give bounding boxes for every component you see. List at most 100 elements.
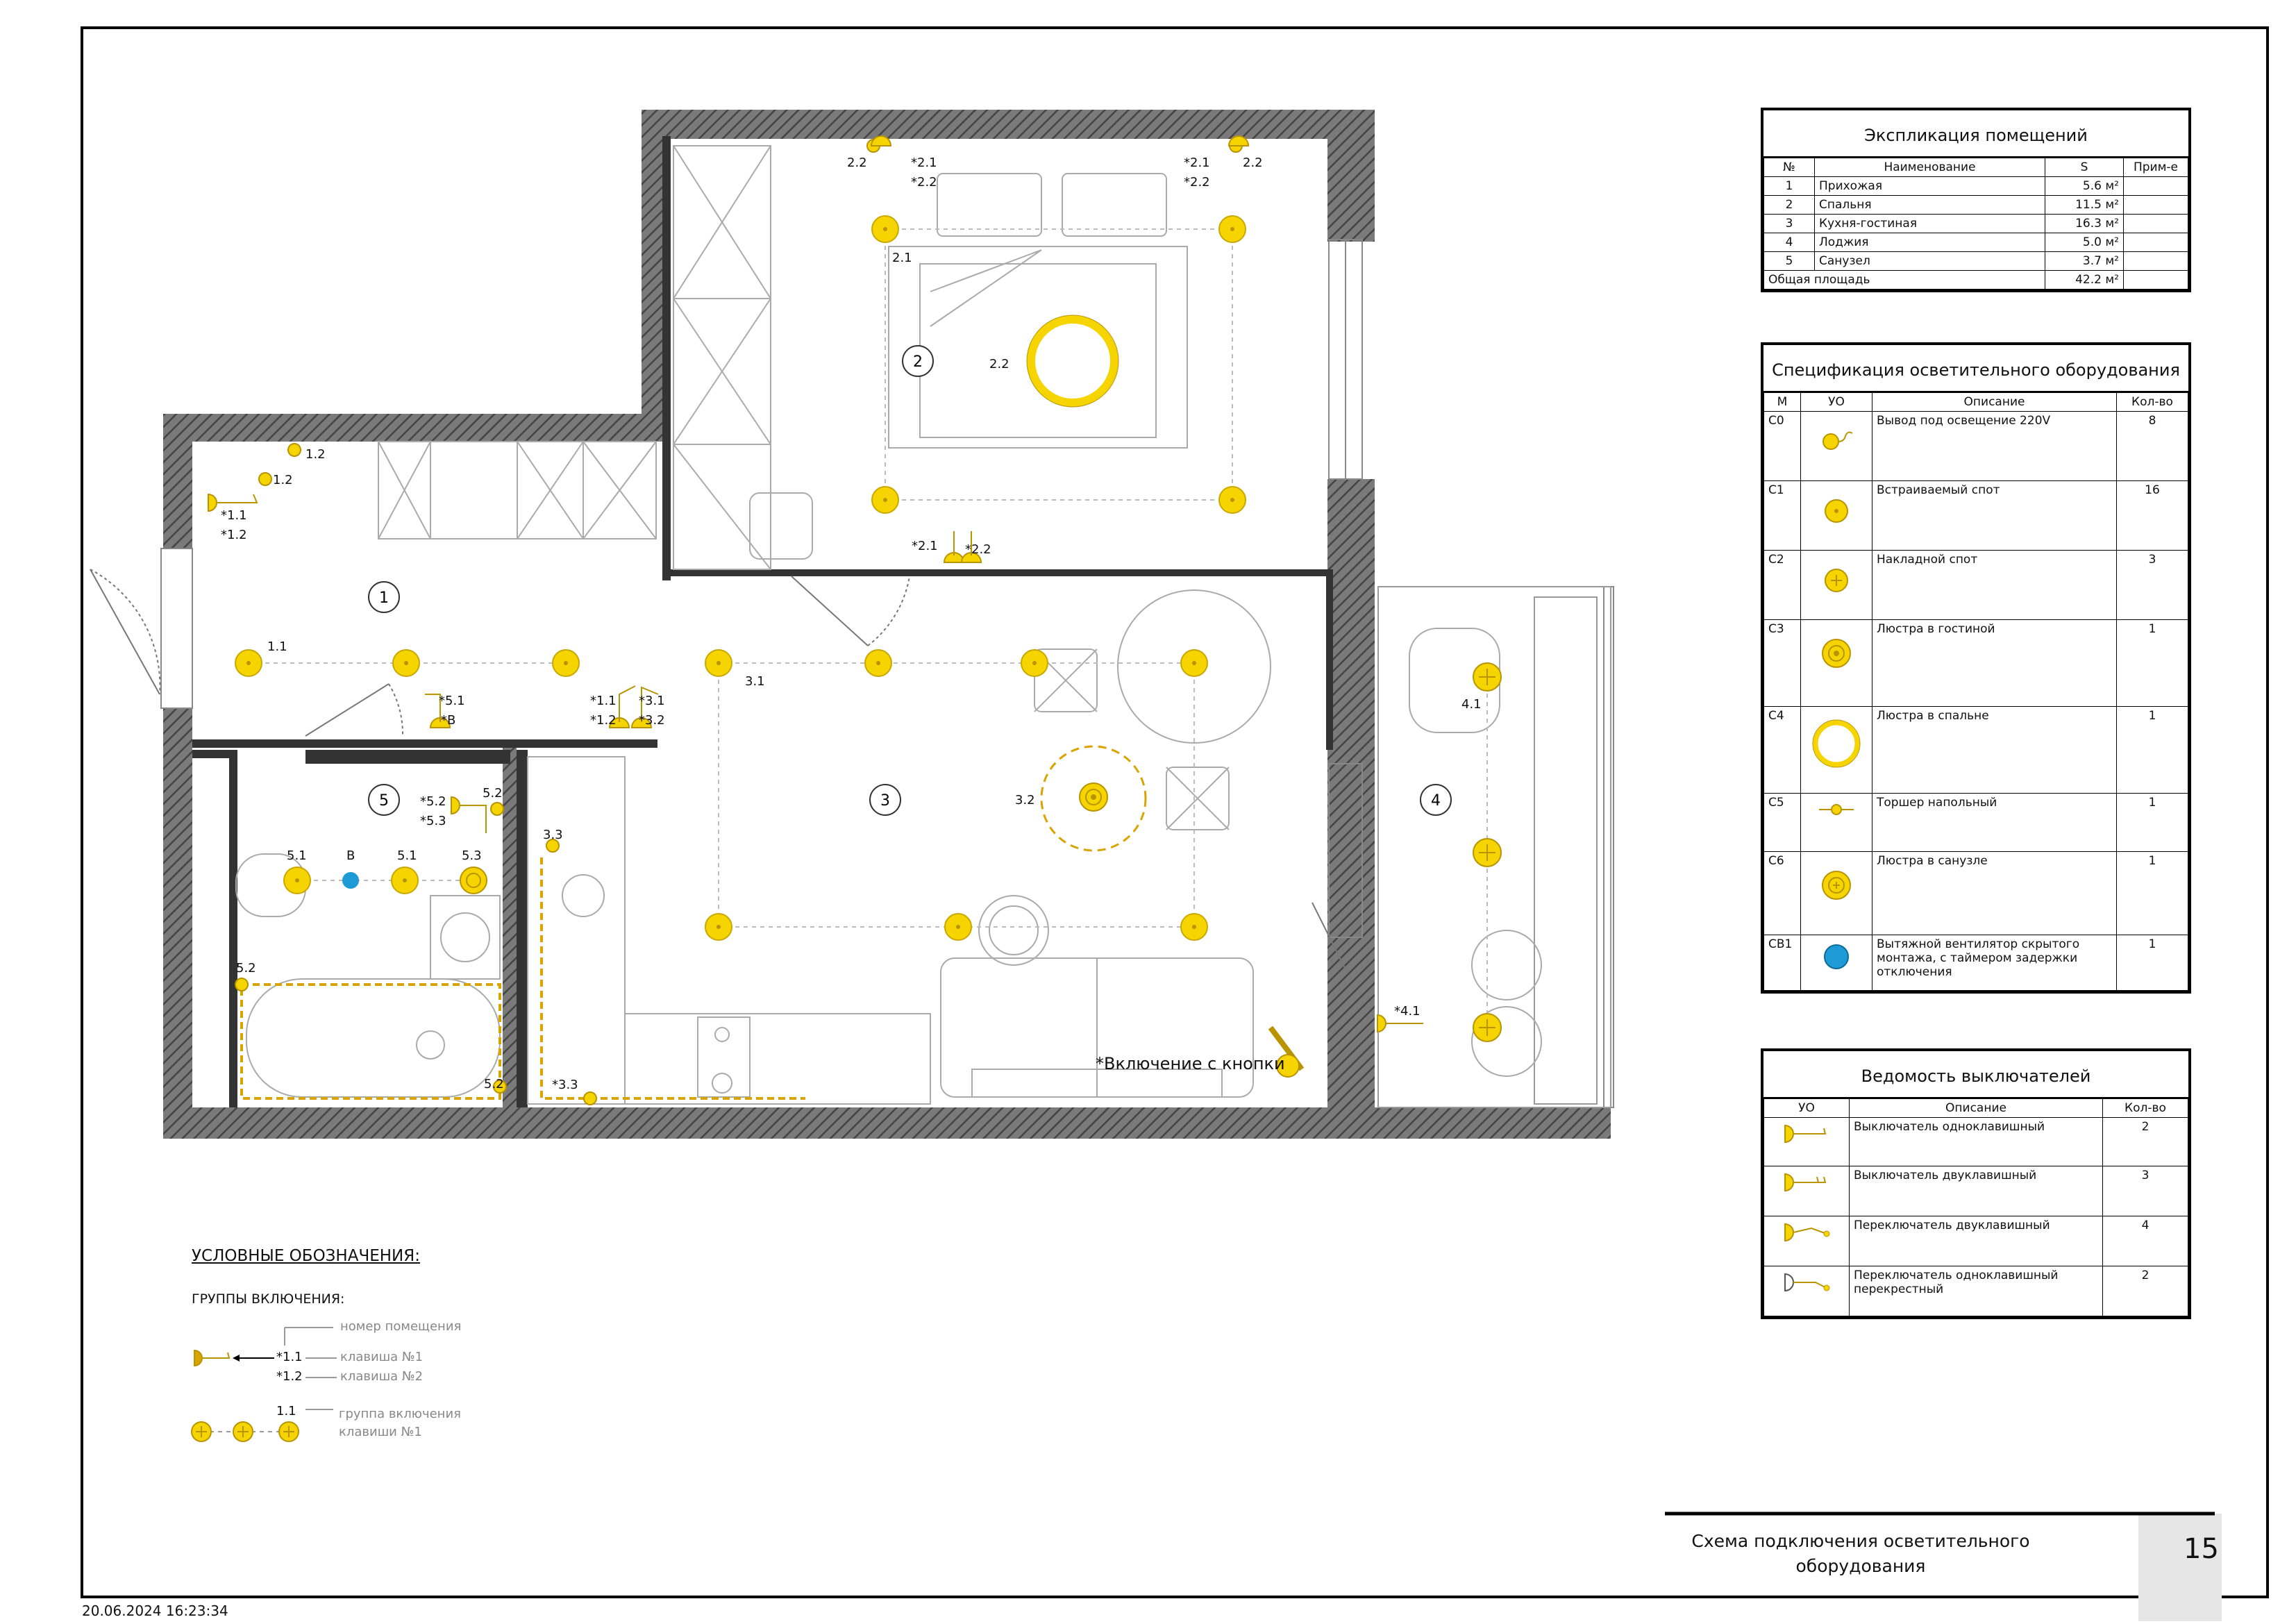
cell: С3 [1763,619,1801,707]
cell: 1 [2116,935,2188,991]
plan-label: *2.1 [911,156,937,170]
plan-label: 3.2 [1015,793,1035,807]
plan-label: 2.2 [847,156,867,170]
room-number: 1 [379,589,389,607]
cell: 2 [2102,1266,2188,1316]
room-number-circles [368,345,1452,816]
cell: СВ1 [1763,935,1801,991]
col-header: Наименование [1814,158,2045,177]
bedroom-chandelier-icon [1800,706,1872,794]
switch-table: Ведомость выключателей УО Описание Кол-в… [1761,1048,2191,1319]
plan-label: 5.1 [397,848,417,863]
cell: 16 [2116,480,2188,551]
cell: 3.7 м² [2045,251,2124,271]
plan-label: В [346,848,355,863]
cell: Прихожая [1814,176,2045,196]
plan-label: *1.1 [590,694,617,708]
recessed-spot-icon [1800,480,1872,551]
col-header: Описание [1872,392,2117,412]
rooms-table: Экспликация помещений № Наименование S П… [1761,108,2191,292]
table-row: С0 Вывод под освещение 220V 8 [1763,411,2188,481]
col-header: М [1763,392,1801,412]
switch-table-title: Ведомость выключателей [1763,1051,2188,1098]
legend-drawing [191,1327,337,1442]
light-outlets [235,139,1243,1105]
plan-label: *1.1 [221,508,247,523]
cell: С5 [1763,793,1801,852]
cell: 1 [1763,176,1815,196]
cell: Санузел [1814,251,2045,271]
sheet-number: 15 [2184,1533,2219,1565]
plan-label: *3.1 [639,694,665,708]
bathroom-chandelier [460,867,487,894]
bedroom-chandelier-outline [1026,315,1119,408]
legend-key2: клавиша №2 [340,1369,424,1384]
room-numbers: 1 2 3 4 5 [379,353,1441,810]
bathroom-chandelier-icon [1800,851,1872,935]
rooms-table-title: Экспликация помещений [1763,110,2188,158]
cell: Переключатель одноклавишный перекрестный [1849,1266,2103,1316]
cell: С0 [1763,411,1801,481]
cell: С1 [1763,480,1801,551]
legend-group-code: 1.1 [276,1404,296,1418]
spot-centers [246,227,1234,929]
partitions [192,136,1333,1107]
plan-label: *2.1 [912,539,938,553]
cell: 4 [2102,1216,2188,1266]
total-label: Общая площадь [1763,270,2045,290]
plan-label: 1.1 [267,639,287,654]
plan-label: *3.3 [552,1078,578,1092]
cell: 16.3 м² [2045,214,2124,233]
plan-label: *5.1 [439,694,465,708]
cell: Вытяжной вентилятор скрытого монтажа, с … [1872,935,2117,991]
cell: 4 [1763,233,1815,252]
table-row: С3 Люстра в гостиной 1 [1763,619,2188,707]
loggia-outline [1377,586,1611,1108]
double-switch-icon [1763,1166,1850,1216]
bedroom-chandelier [1027,315,1118,407]
plan-label: *4.1 [1394,1004,1421,1019]
title-block: Схема подключения осветительного оборудо… [1666,1512,2219,1582]
double-toggle-icon [1763,1216,1850,1266]
plan-label: 3.3 [543,828,563,842]
col-header: Прим-е [2123,158,2188,177]
legend-group-line1: группа включения [339,1407,461,1421]
cell: 1 [2116,706,2188,794]
table-row: Переключатель одноклавишный перекрестный… [1763,1266,2188,1316]
plan-label: 5.2 [484,1077,504,1091]
legend-room-number: номер помещения [340,1319,462,1334]
cell: 3 [1763,214,1815,233]
doors [90,569,1348,973]
plan-label: 1.2 [305,447,326,462]
col-header: Кол-во [2102,1098,2188,1118]
cell: Спальня [1814,195,2045,215]
cell: 1 [2116,793,2188,852]
cell [2123,233,2188,252]
cell: 11.5 м² [2045,195,2124,215]
cell: 5.6 м² [2045,176,2124,196]
cell: Вывод под освещение 220V [1872,411,2117,481]
cell [2123,214,2188,233]
room-number: 4 [1431,792,1441,810]
cell: 2 [2102,1117,2188,1166]
corner-gray-block [2138,1514,2222,1621]
plan-label: 2.2 [989,357,1009,371]
plan-label: *5.2 [420,794,446,809]
plan-label: 2.1 [892,251,912,265]
plan-label: 5.1 [287,848,307,863]
plan-label: 2.2 [1243,156,1263,170]
cell [2123,251,2188,271]
floor-lamp [1268,1026,1305,1078]
plan-label: *2.2 [1184,175,1210,190]
button-note: *Включение с кнопки [1096,1054,1285,1073]
cell: 5 [1763,251,1815,271]
col-header: УО [1800,392,1872,412]
cell: 1 [2116,851,2188,935]
cell: Переключатель двуклавишный [1849,1216,2103,1266]
cross-toggle-icon [1763,1266,1850,1316]
cell: С4 [1763,706,1801,794]
table-row: СВ1 Вытяжной вентилятор скрытого монтажа… [1763,935,2188,991]
